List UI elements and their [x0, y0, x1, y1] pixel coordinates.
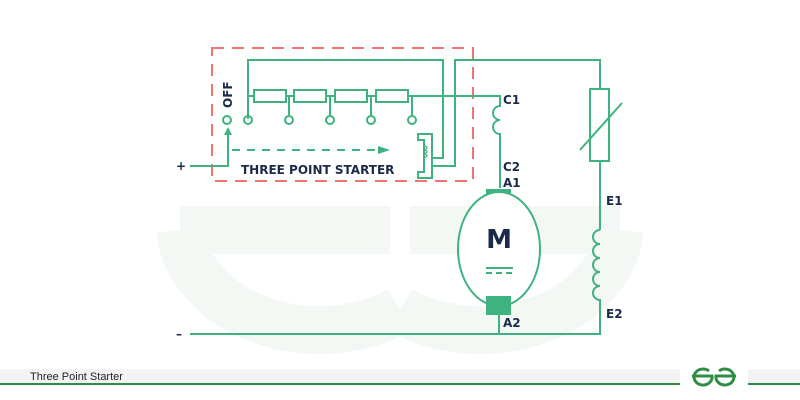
series-coil	[492, 100, 501, 188]
plus-supply-wire	[190, 134, 229, 167]
off-label: OFF	[221, 81, 235, 108]
wire-field-feed	[432, 59, 601, 167]
resistor-1	[253, 89, 287, 103]
wire-resistor-line	[248, 95, 501, 100]
gfg-logo	[680, 362, 748, 392]
terminal-c1: C1	[503, 93, 520, 107]
terminal-c2: C2	[503, 160, 520, 174]
dc-motor	[457, 189, 541, 334]
minus-label: –	[176, 327, 182, 341]
stud-1	[243, 115, 253, 125]
gfg-logo-icon	[692, 367, 736, 387]
movement-arrow-icon	[378, 146, 390, 154]
resistor-4	[375, 89, 409, 103]
brush-a2	[486, 296, 511, 315]
starter-enclosure	[211, 47, 474, 182]
stud-4	[366, 115, 376, 125]
holding-coil	[417, 133, 433, 179]
stud-5	[407, 115, 417, 125]
footer-caption: Three Point Starter	[30, 371, 123, 383]
rheostat-variable-arrow	[579, 102, 623, 151]
shunt-field-coil	[190, 229, 601, 335]
motor-label: M	[486, 225, 512, 255]
stud-3	[325, 115, 335, 125]
terminal-e2: E2	[606, 307, 623, 321]
resistor-2	[293, 89, 327, 103]
plus-label: +	[176, 159, 186, 173]
watermark-logo	[156, 206, 644, 355]
footer-bar	[0, 369, 800, 384]
terminal-a1: A1	[503, 176, 521, 190]
off-stud	[222, 115, 232, 125]
resistor-3	[334, 89, 368, 103]
starter-label: THREE POINT STARTER	[241, 163, 394, 177]
field-rheostat	[589, 88, 610, 162]
stud-2	[284, 115, 294, 125]
wire-top-loop	[247, 59, 444, 159]
footer-divider	[0, 383, 800, 385]
terminal-a2: A2	[503, 316, 521, 330]
terminal-e1: E1	[606, 194, 623, 208]
starter-resistors	[253, 89, 409, 103]
handle-arrow-icon	[224, 127, 232, 135]
